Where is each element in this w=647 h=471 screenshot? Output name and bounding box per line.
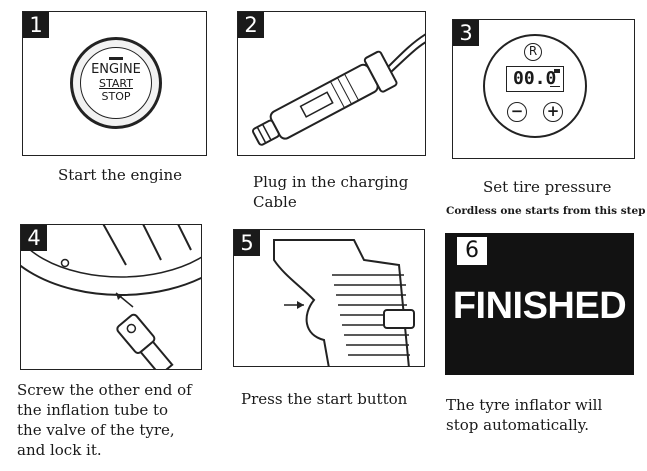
step-1-number: 1	[23, 12, 49, 38]
start-label: START	[99, 77, 133, 90]
finished-label: FINISHED	[452, 285, 627, 327]
engine-label: ENGINE	[91, 62, 141, 77]
step-1-illustration: 1 ENGINE START STOP	[22, 11, 207, 156]
step-2-illustration: 2	[237, 11, 426, 156]
tyre-valve-icon	[21, 225, 201, 369]
step-5-illustration: 5	[233, 229, 425, 367]
step-4-number: 4	[21, 225, 47, 251]
engine-start-button-icon: ENGINE START STOP	[70, 37, 162, 129]
step-2-number: 2	[238, 12, 264, 38]
step-4-illustration: 4	[20, 224, 202, 370]
pressure-dial-icon: R 00.0 − +	[483, 34, 587, 138]
step-3-caption: Set tire pressure	[483, 178, 612, 196]
minus-button-icon: −	[507, 102, 527, 122]
step-5-number: 5	[234, 230, 260, 256]
plus-button-icon: +	[543, 102, 563, 122]
step-6-number: 6	[457, 237, 487, 265]
mode-symbol: R	[524, 43, 542, 61]
step-4-caption: Screw the other end of the inflation tub…	[17, 381, 192, 459]
step-5-caption: Press the start button	[241, 390, 408, 408]
inflator-handle-icon	[273, 239, 415, 366]
step-3-illustration: 3 R 00.0 − +	[452, 19, 635, 159]
step-2-caption: Plug in the charging Cable	[253, 173, 409, 211]
stop-label: STOP	[101, 90, 131, 103]
step-3-note: Cordless one starts from this step	[446, 205, 646, 217]
pressure-lcd: 00.0	[506, 66, 564, 92]
step-6-illustration: 6 FINISHED	[445, 233, 634, 375]
step-1-caption: Start the engine	[58, 166, 183, 184]
step-6-caption: The tyre inflator will stop automaticall…	[446, 396, 603, 434]
pressure-value: 00.0	[513, 68, 557, 89]
step-3-number: 3	[453, 20, 479, 46]
car-charger-plug-icon	[252, 33, 425, 146]
